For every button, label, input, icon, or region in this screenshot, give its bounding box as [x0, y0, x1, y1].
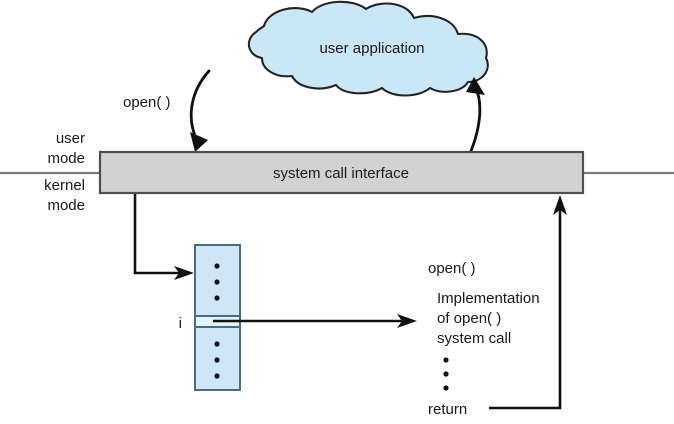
implementation-block: open( ) Implementation of open( ) system… [428, 260, 540, 418]
impl-dot-3 [443, 385, 449, 391]
impl-dot-2 [443, 371, 449, 377]
impl-line-of-open: of open( ) [437, 310, 501, 327]
impl-line-system-call: system call [437, 330, 511, 347]
open-call-label: open( ) [123, 94, 171, 111]
dispatch-arrowhead [174, 266, 194, 280]
table-index-label: i [179, 315, 182, 332]
call-down-arrow [189, 69, 211, 152]
cloud-shape [247, 0, 489, 97]
return-up-arrowhead [466, 77, 485, 95]
user-application-cloud: user application [247, 0, 489, 97]
table-to-implementation-arrowhead [397, 314, 417, 328]
table-lower-dot-3 [214, 373, 220, 379]
dispatch-elbow-arrow [133, 194, 194, 280]
table-upper-dot-1 [214, 263, 220, 269]
kernel-return-path [489, 210, 562, 410]
kernel-return-arrow [489, 195, 567, 410]
interface-bar-rect [98, 150, 585, 195]
cloud-label: user application [319, 40, 424, 57]
user-mode-label-line1: user [56, 130, 85, 147]
table-lower-cell [194, 326, 241, 391]
return-up-arrow-curve [469, 86, 482, 153]
system-call-table: i [179, 244, 241, 391]
call-down-arrowhead [190, 132, 208, 152]
kernel-return-arrowhead [553, 195, 567, 215]
user-mode-label-line2: mode [47, 150, 85, 167]
interface-bar-label: system call interface [273, 165, 409, 182]
impl-return-label: return [428, 401, 467, 418]
table-lower-dot-1 [214, 341, 220, 347]
table-lower-dot-2 [214, 357, 220, 363]
call-down-arrow-curve [189, 69, 211, 144]
impl-dot-1 [443, 357, 449, 363]
system-call-interface-bar: system call interface [98, 150, 585, 195]
table-upper-dot-2 [214, 279, 220, 285]
kernel-mode-label-line2: mode [47, 197, 85, 214]
table-to-implementation-arrow [213, 314, 417, 328]
table-upper-dot-3 [214, 295, 220, 301]
return-up-arrow [466, 77, 485, 153]
impl-line-implementation: Implementation [437, 290, 540, 307]
impl-open-label: open( ) [428, 260, 476, 277]
dispatch-elbow-path [133, 194, 180, 275]
kernel-mode-label-line1: kernel [44, 177, 85, 194]
